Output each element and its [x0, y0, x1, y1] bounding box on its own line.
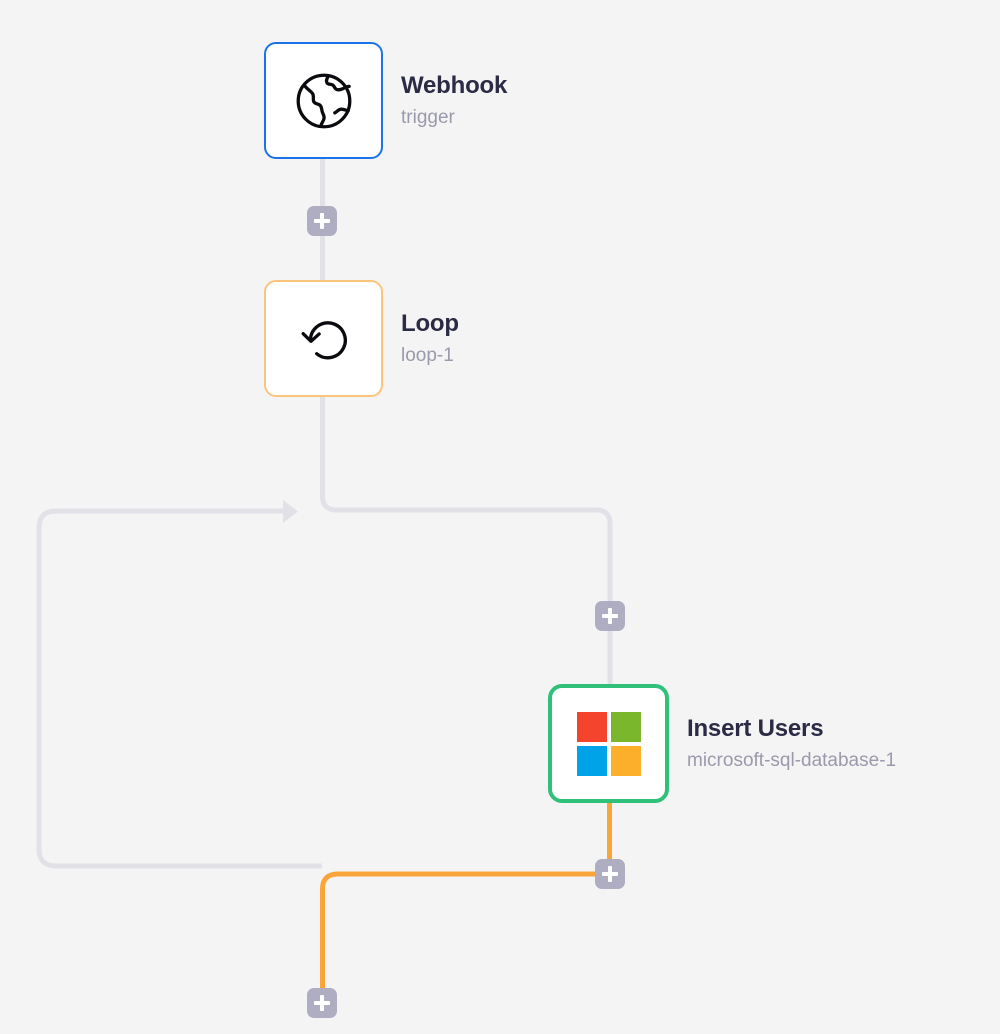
- edge-loop-back-arrowhead: [283, 500, 298, 523]
- loop-arrow-icon: [293, 308, 355, 370]
- node-webhook[interactable]: Webhook trigger: [264, 42, 507, 159]
- edge-insert-users-to-branch-end: [320, 871, 610, 992]
- node-insert-users-card[interactable]: [548, 684, 669, 803]
- node-loop-title: Loop: [401, 310, 459, 338]
- node-webhook-card[interactable]: [264, 42, 383, 159]
- node-insert-users-title: Insert Users: [687, 715, 824, 743]
- node-loop-subtitle: loop-1: [401, 344, 454, 366]
- node-loop[interactable]: Loop loop-1: [264, 280, 459, 397]
- node-insert-users-subtitle: microsoft-sql-database-1: [687, 749, 897, 771]
- add-node-button-before-insert-users[interactable]: [595, 601, 625, 631]
- node-loop-labels: Loop loop-1: [401, 310, 459, 366]
- add-node-button-after-insert-users[interactable]: [595, 859, 625, 889]
- edge-loop-back: [36, 508, 322, 869]
- node-webhook-labels: Webhook trigger: [401, 72, 507, 128]
- microsoft-logo-icon: [576, 711, 642, 777]
- node-webhook-subtitle: trigger: [401, 106, 455, 128]
- add-node-button-after-webhook[interactable]: [307, 206, 337, 236]
- node-insert-users-labels: Insert Users microsoft-sql-database-1: [687, 715, 896, 771]
- node-loop-card[interactable]: [264, 280, 383, 397]
- edge-loop-to-insert-users: [320, 394, 613, 686]
- globe-icon: [291, 68, 357, 134]
- add-node-button-loop-branch-end[interactable]: [307, 988, 337, 1018]
- node-webhook-title: Webhook: [401, 72, 508, 100]
- node-insert-users[interactable]: Insert Users microsoft-sql-database-1: [548, 684, 896, 803]
